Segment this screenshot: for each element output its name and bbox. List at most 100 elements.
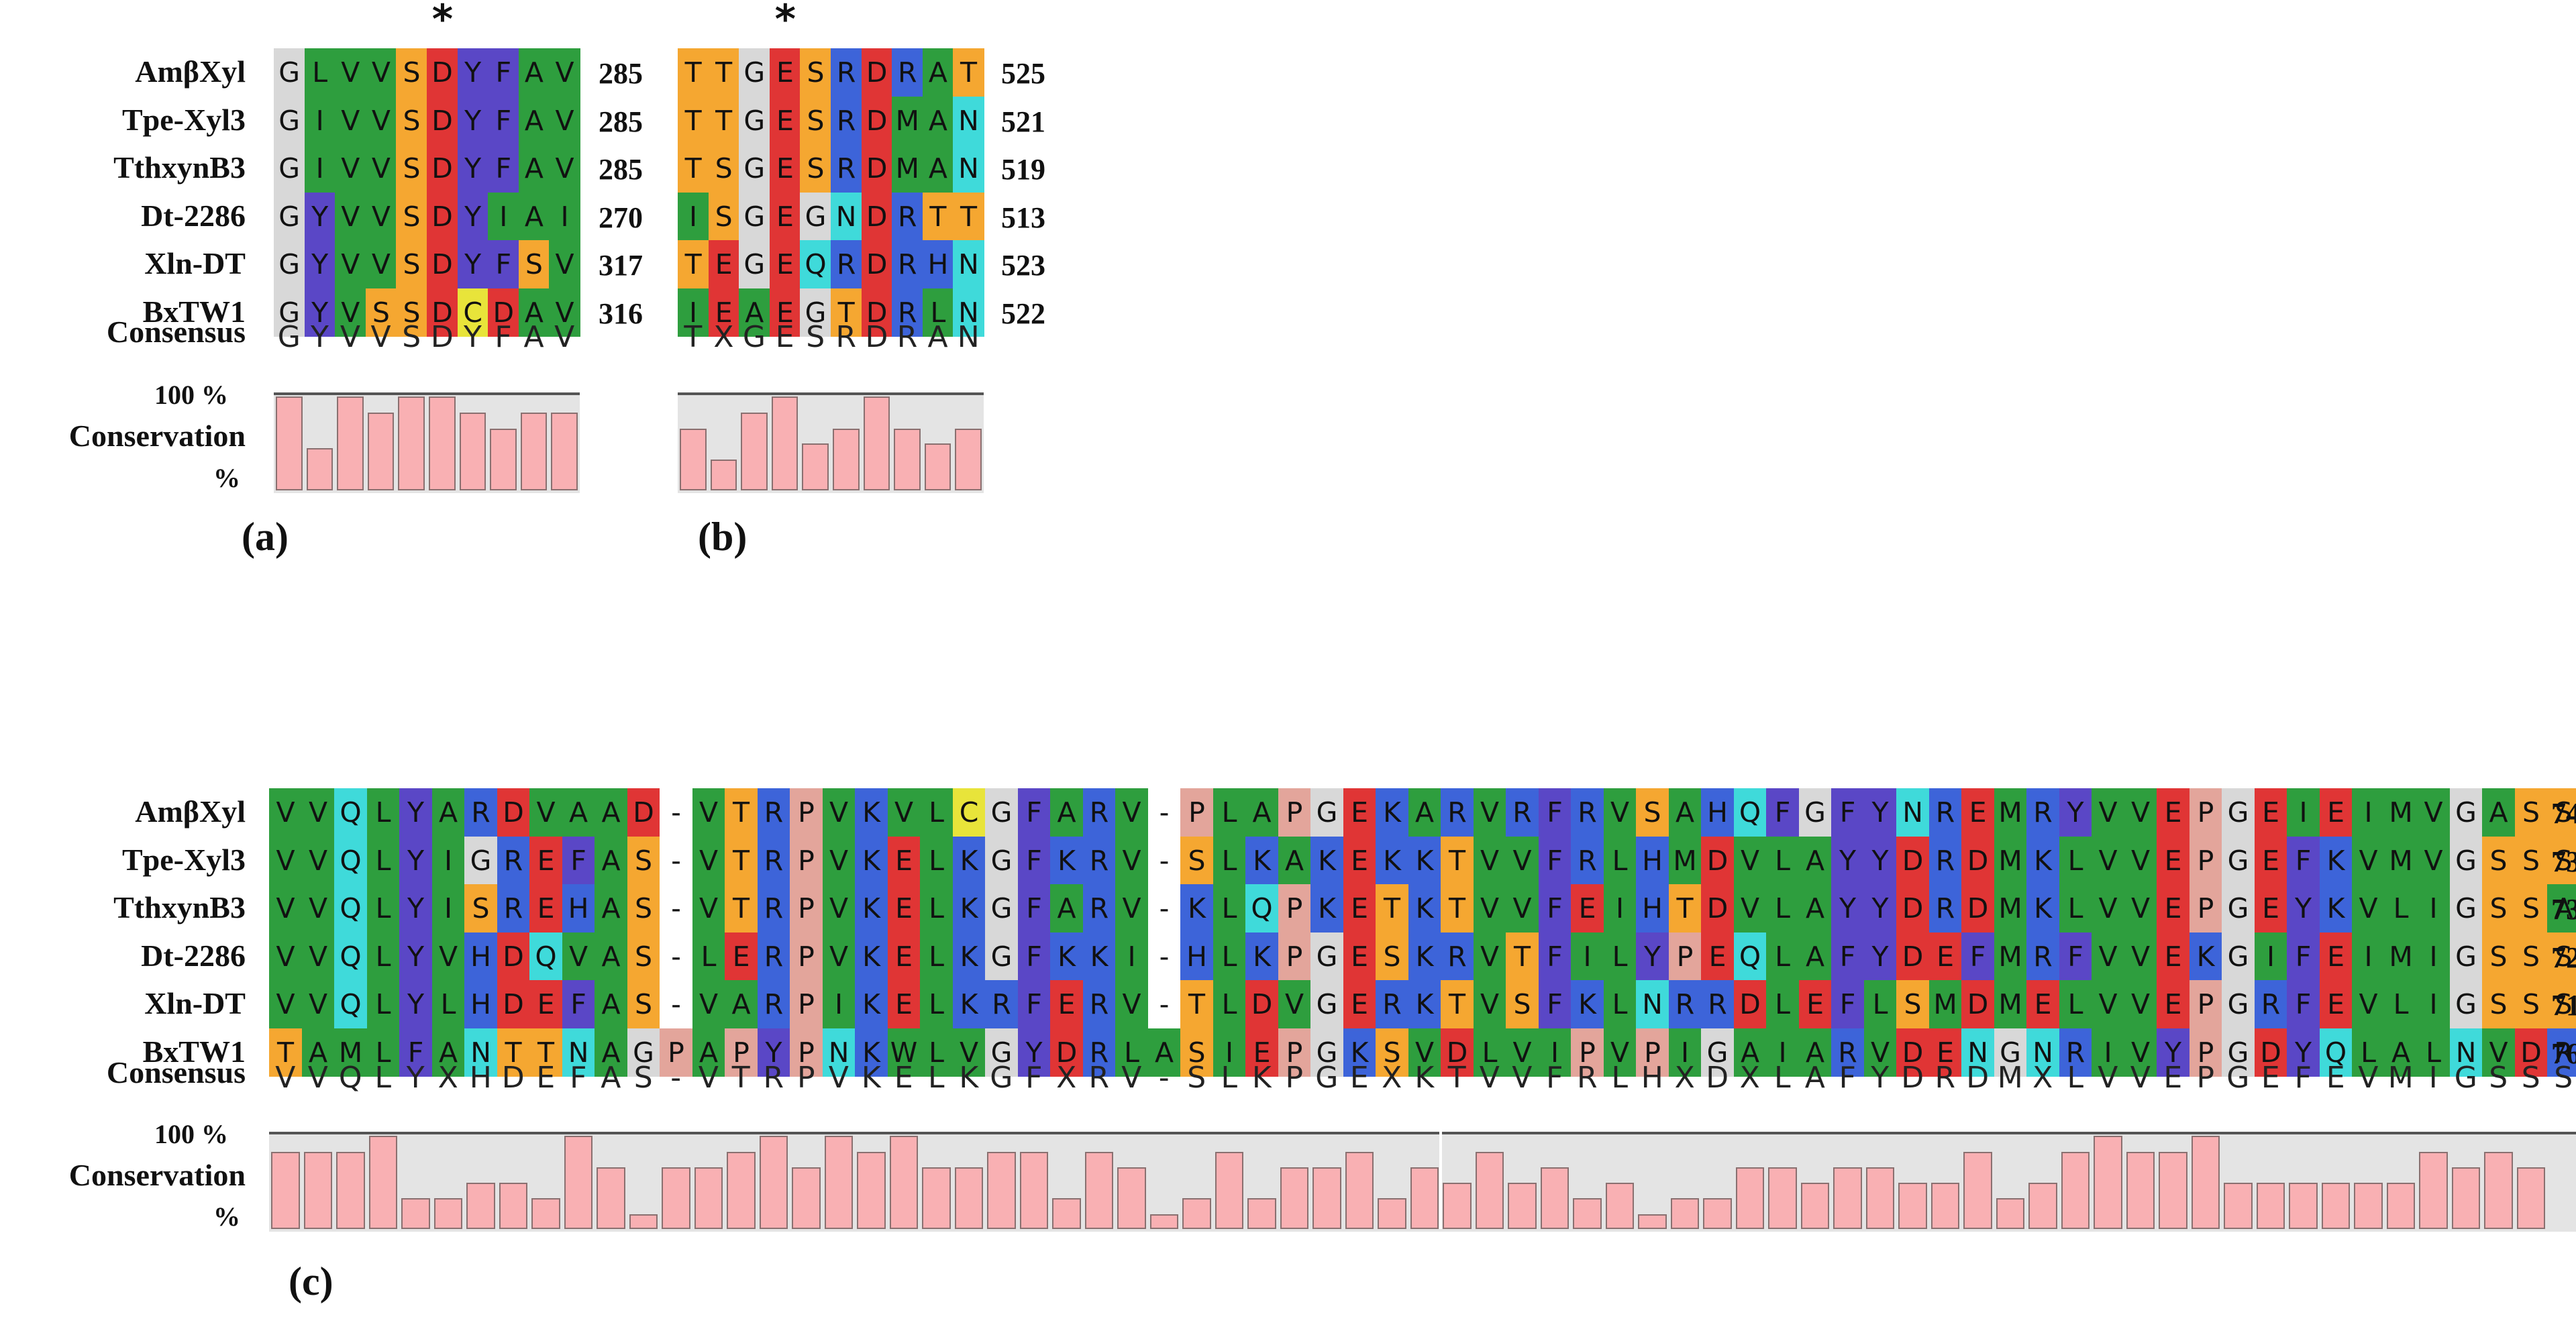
residue-cell: A: [692, 1028, 725, 1077]
residue-cell: R: [1668, 980, 1702, 1029]
residue-cell: R: [1082, 836, 1116, 885]
conservation-bar: [741, 412, 768, 490]
residue-cell: V: [2092, 788, 2125, 837]
residue-cell: Q: [1245, 884, 1279, 933]
consensus-residue: E: [894, 1060, 913, 1095]
residue-cell: G: [2222, 1028, 2255, 1077]
residue-cell: M: [2384, 932, 2418, 981]
residue-cell: S: [2514, 980, 2548, 1029]
residue-cell: E: [887, 884, 921, 933]
consensus-residue: X: [437, 1060, 458, 1095]
conservation-bar: [271, 1151, 300, 1229]
residue-cell: S: [627, 836, 660, 885]
residue-cell: V: [2352, 836, 2385, 885]
consensus-residue: L: [927, 1060, 945, 1095]
consensus-residue: V: [2130, 1060, 2151, 1095]
residue-cell: S: [1896, 980, 1930, 1029]
residue-cell: K: [1376, 836, 1409, 885]
residue-cell: D: [1701, 884, 1735, 933]
conservation-bar: [2159, 1151, 2187, 1229]
consensus-residue: H: [469, 1060, 492, 1095]
residue-cell: S: [708, 192, 739, 241]
consensus-residue: L: [1221, 1060, 1237, 1095]
residue-cell: V: [529, 788, 563, 837]
conservation-bar: [1963, 1151, 1992, 1229]
residue-cell: L: [920, 932, 954, 981]
residue-cell: R: [1701, 980, 1735, 1029]
consensus-residue: S: [2521, 1060, 2540, 1095]
residue-cell: G: [2449, 788, 2483, 837]
residue-cell: V: [335, 144, 366, 193]
residue-cell: P: [1668, 932, 1702, 981]
residue-cell: L: [1473, 1028, 1506, 1077]
residue-cell: V: [692, 836, 725, 885]
consensus-residue: K: [861, 1060, 881, 1095]
residue-cell: F: [1017, 980, 1051, 1029]
conservation-bar: [1280, 1167, 1308, 1229]
residue-cell: S: [2482, 980, 2516, 1029]
conservation-bar: [490, 428, 517, 490]
conservation-bar: [987, 1151, 1016, 1229]
residue-cell: E: [887, 836, 921, 885]
sequence-name: Dt-2286: [141, 938, 246, 973]
residue-end-position: 737: [2551, 893, 2576, 926]
consensus-residue: R: [1576, 1060, 1598, 1095]
residue-cell: P: [2189, 884, 2222, 933]
residue-cell: V: [335, 288, 366, 337]
conservation-bar: [2484, 1151, 2513, 1229]
residue-cell: V: [269, 932, 303, 981]
consensus-residue: P: [796, 1060, 815, 1095]
residue-cell: Y: [457, 144, 488, 193]
consensus-residue: E: [2163, 1060, 2183, 1095]
residue-cell: R: [2059, 1028, 2092, 1077]
consensus-residue: R: [763, 1060, 784, 1095]
residue-cell: Y: [1831, 884, 1865, 933]
residue-cell: T: [497, 1028, 530, 1077]
residue-cell: V: [1408, 1028, 1441, 1077]
residue-cell: K: [855, 1028, 888, 1077]
residue-cell: E: [1343, 980, 1376, 1029]
residue-cell: S: [2482, 884, 2516, 933]
residue-cell: V: [2124, 932, 2157, 981]
residue-cell: V: [692, 788, 725, 837]
residue-cell: A: [1798, 836, 1832, 885]
residue-cell: V: [269, 788, 303, 837]
residue-cell: D: [427, 288, 458, 337]
residue-cell: F: [1831, 980, 1865, 1029]
residue-cell: S: [1180, 836, 1214, 885]
residue-cell: D: [1961, 836, 1995, 885]
residue-cell: E: [1571, 884, 1604, 933]
residue-cell: A: [562, 788, 595, 837]
conservation-bar: [2126, 1151, 2155, 1229]
residue-cell: V: [2417, 788, 2451, 837]
residue-cell: T: [1506, 932, 1539, 981]
residue-cell: E: [769, 288, 801, 337]
residue-cell: S: [2482, 932, 2516, 981]
residue-cell: D: [427, 96, 458, 145]
conservation-bar: [863, 396, 890, 490]
residue-cell: G: [1798, 788, 1832, 837]
residue-cell: R: [831, 144, 862, 193]
residue-cell: V: [2124, 980, 2157, 1029]
residue-cell: V: [822, 932, 856, 981]
residue-cell: V: [269, 980, 303, 1029]
residue-cell: E: [2157, 884, 2190, 933]
residue-cell: E: [2254, 836, 2287, 885]
residue-cell: V: [1278, 980, 1311, 1029]
residue-cell: A: [1798, 932, 1832, 981]
residue-cell: V: [1506, 1028, 1539, 1077]
residue-cell: F: [562, 980, 595, 1029]
conservation-bar: [833, 428, 860, 490]
residue-cell: Q: [1733, 932, 1767, 981]
residue-cell: G: [2449, 932, 2483, 981]
residue-cell: E: [1245, 1028, 1279, 1077]
sequence-name: BxTW1: [142, 295, 246, 329]
consensus-residue: L: [2067, 1060, 2083, 1095]
consensus-residue: E: [536, 1060, 556, 1095]
catalytic-site-star: *: [774, 0, 796, 43]
residue-cell: G: [1994, 1028, 2027, 1077]
consensus-residue: V: [340, 319, 361, 354]
consensus-residue: D: [865, 319, 888, 354]
consensus-residue: V: [698, 1060, 719, 1095]
sequence-name: Xln-DT: [144, 246, 246, 281]
